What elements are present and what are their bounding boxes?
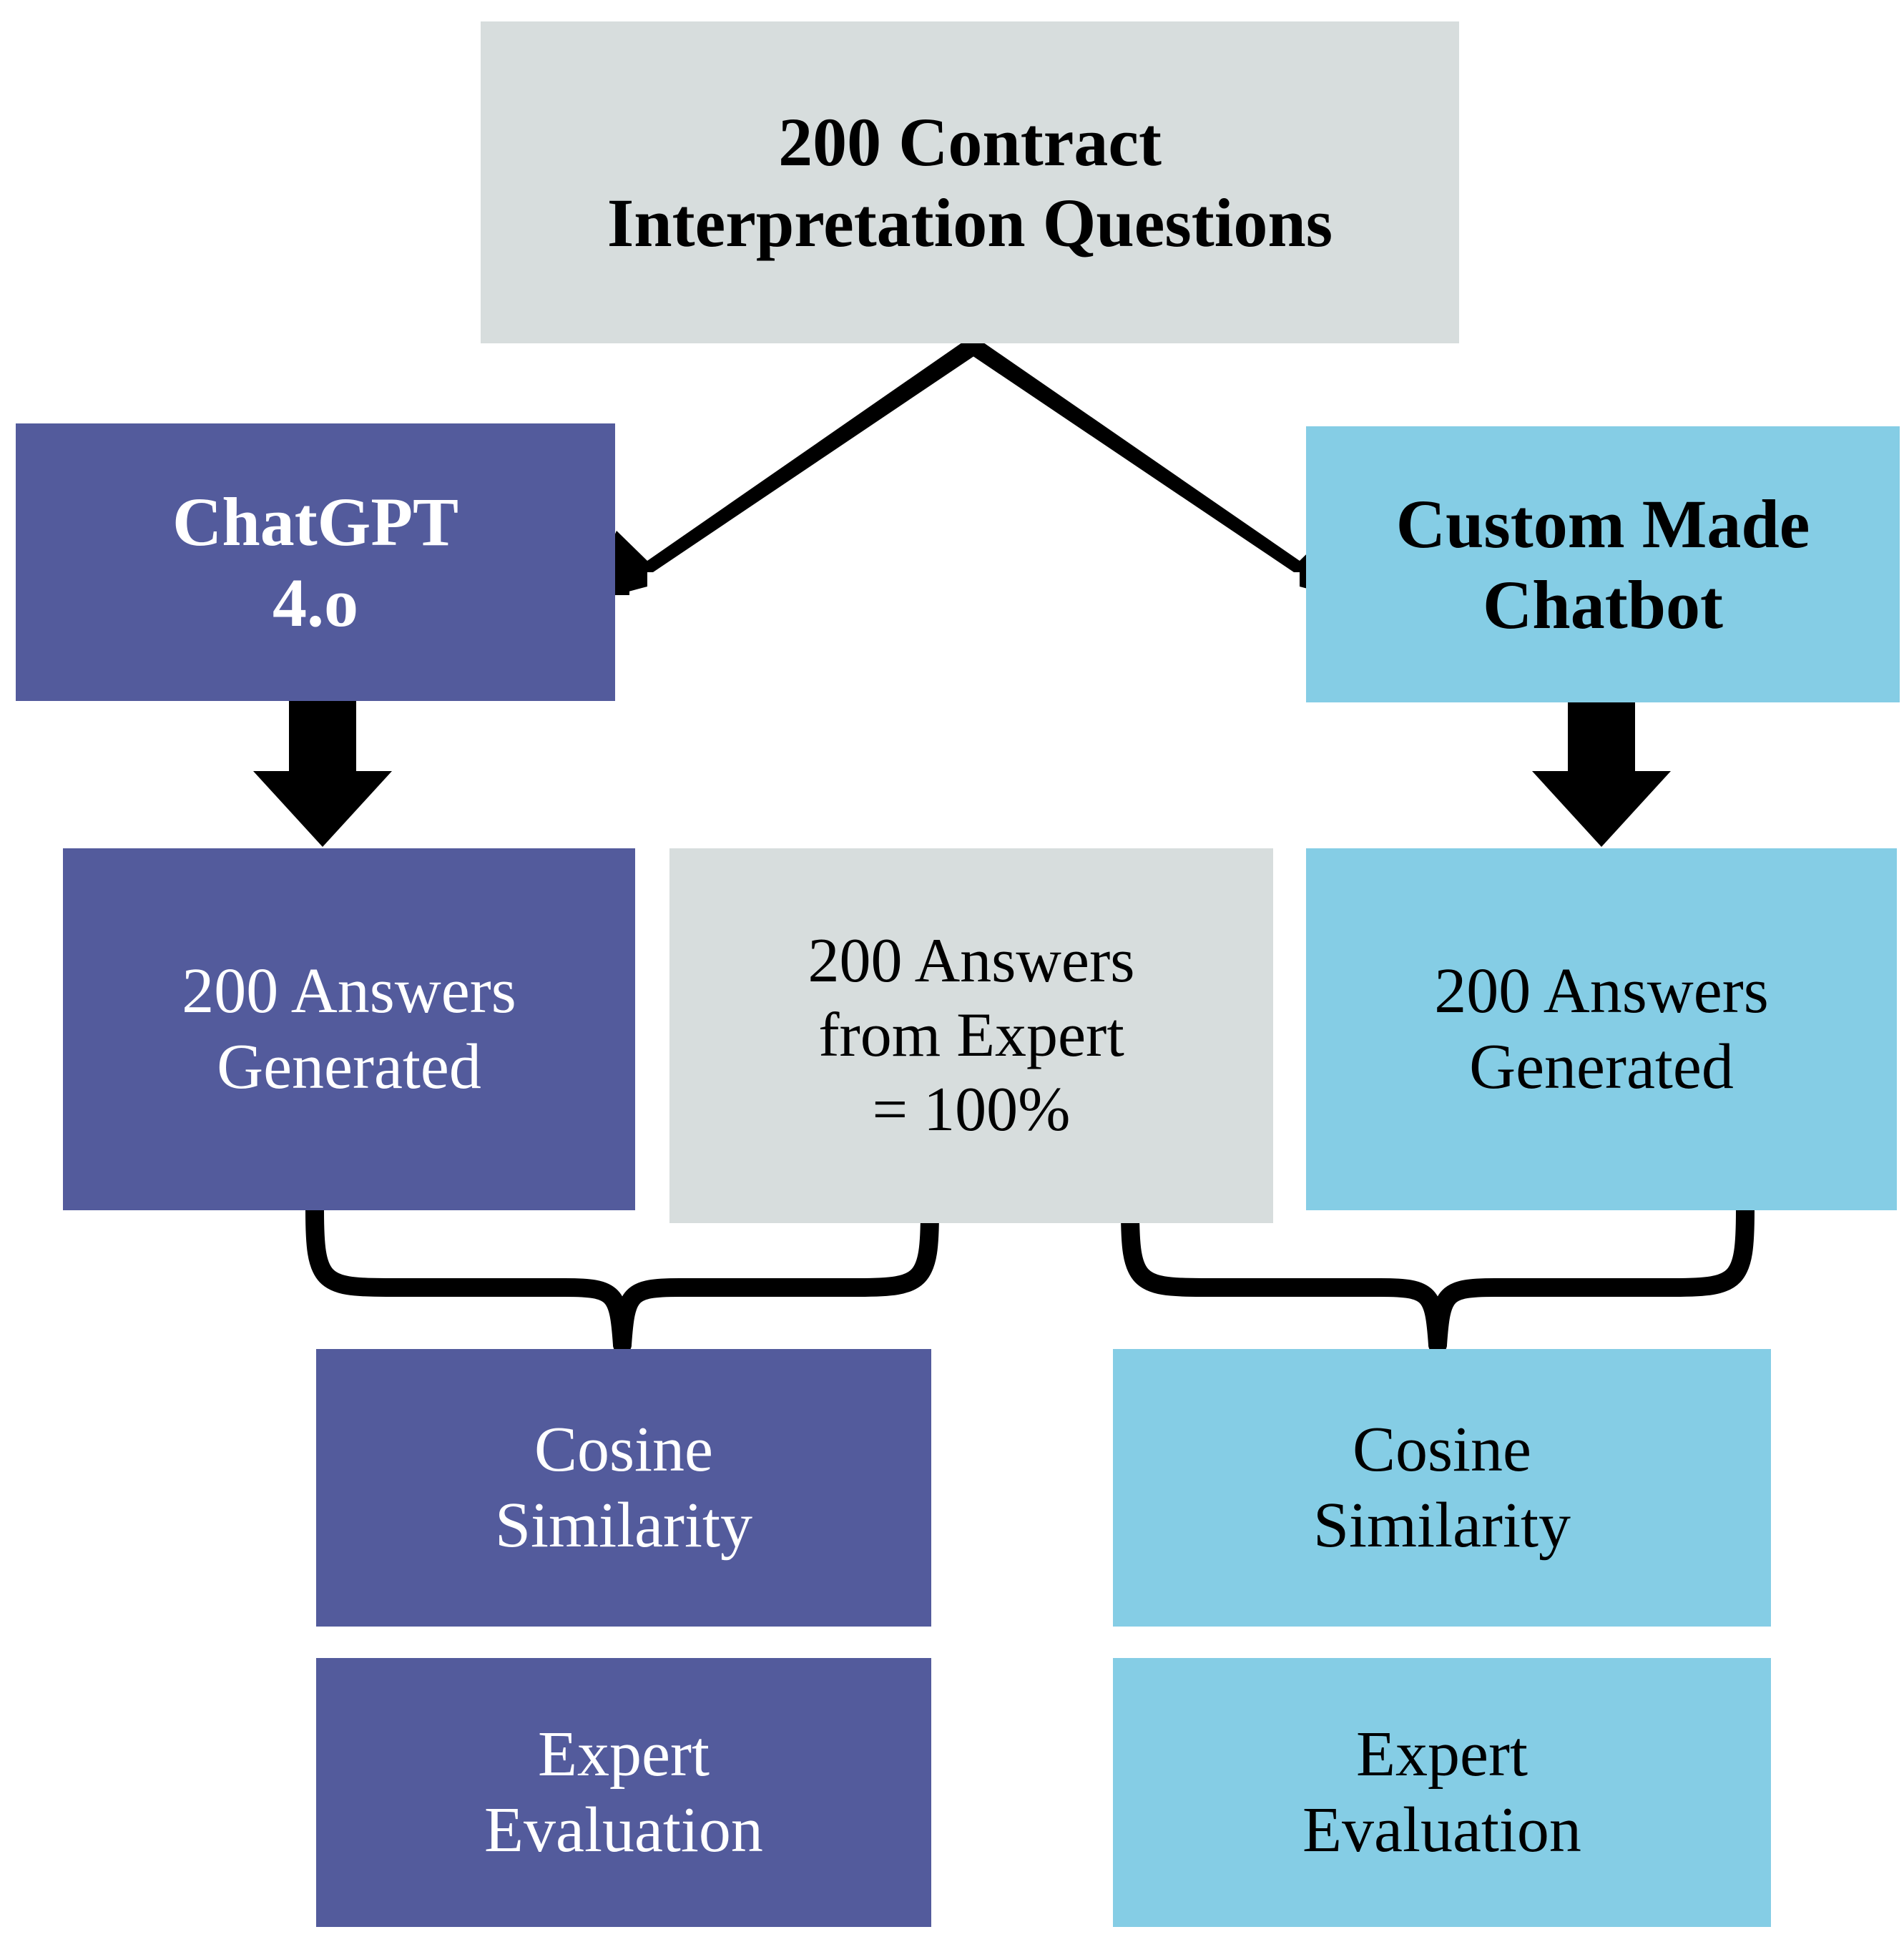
arrow-chatgpt-to-left-answers (253, 701, 392, 847)
node-left-answers-generated: 200 Answers Generated (63, 848, 635, 1210)
node-left-expert-evaluation: Expert Evaluation (316, 1658, 931, 1927)
node-right-cosine-similarity-label: Cosine Similarity (1313, 1413, 1571, 1561)
node-right-answers-generated-label: 200 Answers Generated (1434, 955, 1769, 1102)
node-left-expert-evaluation-label: Expert Evaluation (484, 1718, 763, 1865)
node-right-answers-generated: 200 Answers Generated (1306, 848, 1897, 1210)
node-expert-answers: 200 Answers from Expert = 100% (669, 848, 1273, 1223)
node-chatgpt-label: ChatGPT 4.o (172, 483, 459, 641)
brace-right-to-cosine (1121, 1201, 1755, 1354)
node-source-questions: 200 Contract Interpretation Questions (481, 21, 1459, 343)
brace-left-to-cosine (305, 1201, 939, 1354)
node-chatgpt: ChatGPT 4.o (16, 423, 615, 701)
arrow-source-to-chatgpt (576, 336, 983, 599)
node-custom-chatbot: Custom Made Chatbot (1306, 426, 1900, 702)
node-left-answers-generated-label: 200 Answers Generated (182, 955, 516, 1102)
node-custom-chatbot-label: Custom Made Chatbot (1395, 485, 1810, 643)
node-source-questions-label: 200 Contract Interpretation Questions (607, 103, 1333, 261)
node-right-expert-evaluation-label: Expert Evaluation (1302, 1718, 1581, 1865)
node-left-cosine-similarity: Cosine Similarity (316, 1349, 931, 1627)
node-left-cosine-similarity-label: Cosine Similarity (495, 1413, 752, 1561)
node-right-cosine-similarity: Cosine Similarity (1113, 1349, 1771, 1627)
node-right-expert-evaluation: Expert Evaluation (1113, 1658, 1771, 1927)
arrow-custom-to-right-answers (1532, 701, 1671, 847)
node-expert-answers-label: 200 Answers from Expert = 100% (808, 926, 1135, 1144)
